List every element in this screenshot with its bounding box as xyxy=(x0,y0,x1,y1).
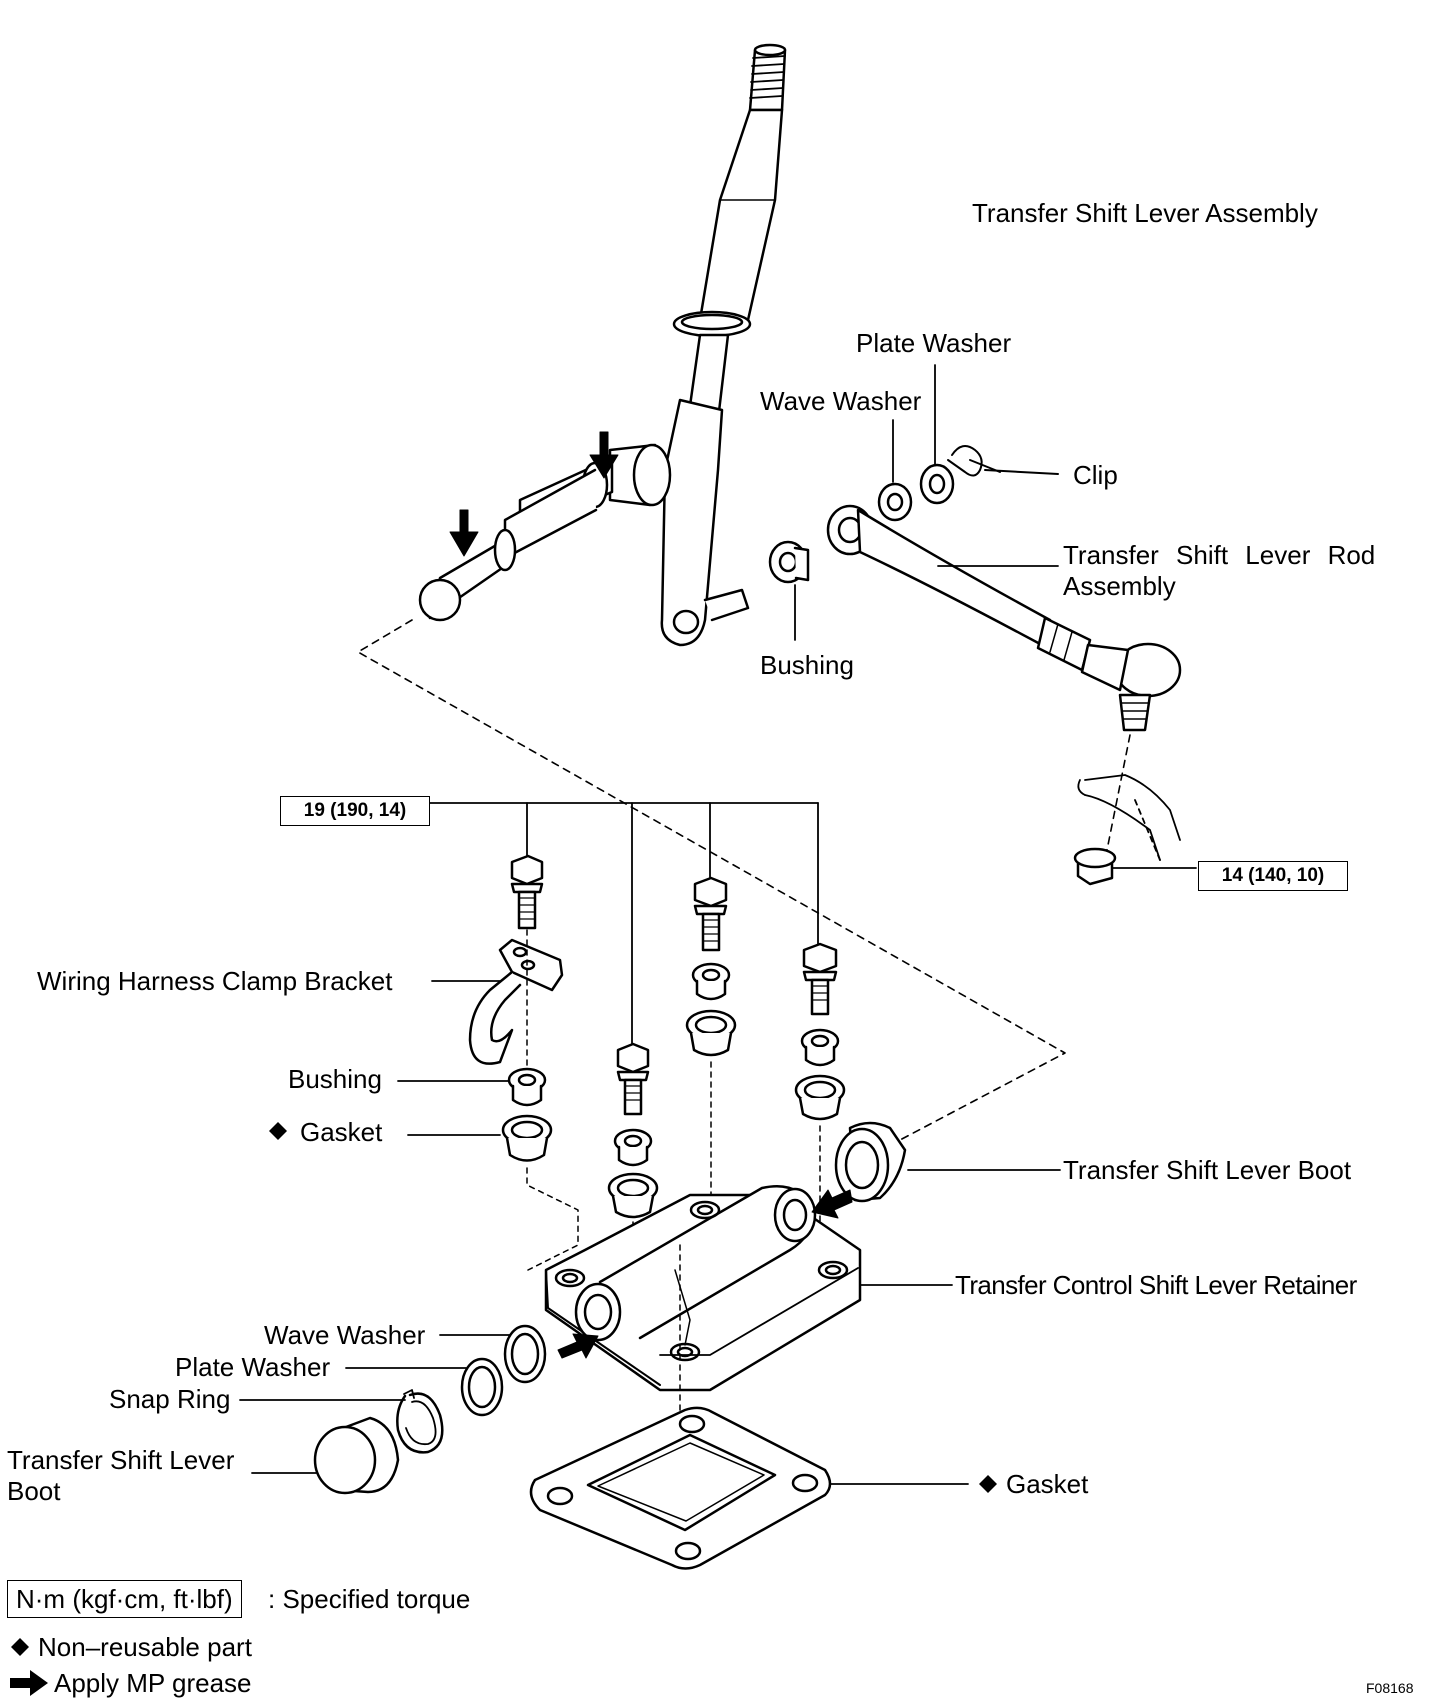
bolt xyxy=(693,876,728,952)
torque-box-nut: 14 (140, 10) xyxy=(1198,861,1348,891)
bolt xyxy=(510,854,544,930)
shift-lever-assembly xyxy=(418,43,787,647)
diamond-icon xyxy=(269,1122,287,1140)
bushing-mid xyxy=(507,1067,547,1107)
boot-left xyxy=(313,1416,400,1495)
wave-washer-top xyxy=(877,482,913,522)
label-clip: Clip xyxy=(1073,460,1118,490)
label-snap-ring: Snap Ring xyxy=(109,1384,231,1414)
torque-box-bolts: 19 (190, 14) xyxy=(280,796,430,826)
gasket xyxy=(607,1172,659,1219)
grease-arrow-icon xyxy=(449,431,619,557)
label-retainer: Transfer Control Shift Lever Retainer xyxy=(955,1270,1357,1300)
bushing-top xyxy=(768,540,810,584)
nut xyxy=(1073,847,1117,886)
gasket xyxy=(685,1009,737,1057)
bushing xyxy=(800,1028,840,1067)
legend-torque-box: N·m (kgf·cm, ft·lbf) xyxy=(7,1580,242,1618)
label-boot-left-line2: Boot xyxy=(7,1476,61,1506)
legend-non-reusable: Non–reusable part xyxy=(38,1632,252,1662)
label-boot-left-line1: Transfer Shift Lever xyxy=(7,1445,235,1475)
label-shift-lever-assembly: Transfer Shift Lever Assembly xyxy=(972,198,1318,228)
snap-ring-icon xyxy=(396,1389,444,1454)
label-rod-assembly-line1: Transfer Shift Lever Rod xyxy=(1063,540,1376,570)
diamond-icon xyxy=(11,1638,29,1656)
label-plate-washer-top: Plate Washer xyxy=(856,328,1012,358)
grease-arrow-icon xyxy=(10,1670,48,1696)
bushing xyxy=(613,1128,653,1167)
wiring-harness-clamp-bracket xyxy=(468,938,564,1065)
legend-torque-text: : Specified torque xyxy=(268,1584,471,1614)
figure-code: F08168 xyxy=(1366,1680,1414,1696)
label-bushing-top: Bushing xyxy=(760,650,854,680)
boot-right xyxy=(834,1121,907,1203)
label-boot-right: Transfer Shift Lever Boot xyxy=(1063,1155,1352,1185)
bolt xyxy=(802,942,838,1016)
wave-washer-bottom xyxy=(503,1324,547,1384)
gasket-mid xyxy=(501,1114,553,1162)
label-bushing-mid: Bushing xyxy=(288,1064,382,1094)
legend-grease: Apply MP grease xyxy=(54,1668,252,1698)
label-wave-washer-bottom: Wave Washer xyxy=(264,1320,426,1350)
label-wave-washer-top: Wave Washer xyxy=(760,386,922,416)
label-plate-washer-bottom: Plate Washer xyxy=(175,1352,331,1382)
clip-icon xyxy=(947,445,1059,477)
label-gasket-bottom: Gasket xyxy=(1006,1469,1089,1499)
label-rod-assembly-line2: Assembly xyxy=(1063,571,1176,601)
gasket xyxy=(794,1074,846,1121)
gasket-bottom xyxy=(529,1406,832,1570)
linkage-arm xyxy=(1077,774,1181,861)
shift-lever-retainer xyxy=(544,1185,862,1392)
plate-washer-top xyxy=(919,463,955,505)
plate-washer-bottom xyxy=(460,1357,504,1417)
bushing xyxy=(691,962,731,1001)
label-wiring-bracket: Wiring Harness Clamp Bracket xyxy=(37,966,393,996)
bolt xyxy=(616,1042,650,1116)
diamond-icon xyxy=(979,1475,997,1493)
label-gasket-mid: Gasket xyxy=(300,1117,383,1147)
grease-arrow-icon xyxy=(557,1189,853,1359)
rod-assembly xyxy=(826,504,1182,732)
